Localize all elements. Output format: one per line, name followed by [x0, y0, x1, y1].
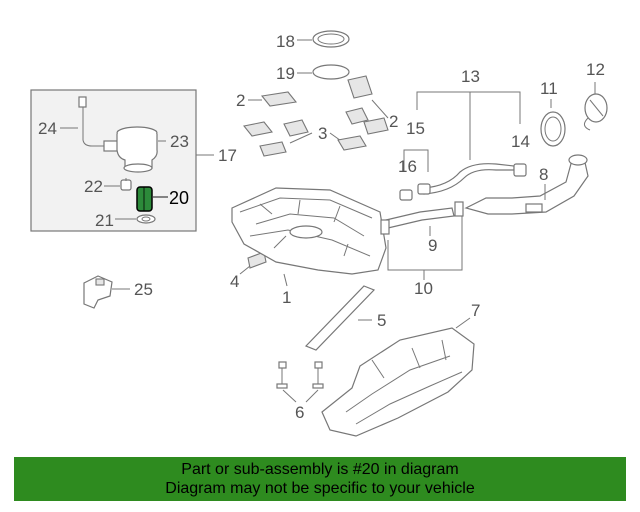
callout-16: 16 — [398, 157, 417, 176]
callout-4: 4 — [230, 272, 239, 291]
callout-7: 7 — [471, 301, 480, 320]
bolts-6[interactable] — [276, 361, 324, 389]
callout-18: 18 — [276, 32, 295, 51]
callout-17: 17 — [218, 146, 237, 165]
callout-3: 3 — [318, 124, 327, 143]
callout-10: 10 — [414, 279, 433, 298]
gasket-18[interactable] — [312, 30, 350, 48]
clamp-14[interactable] — [513, 163, 527, 177]
tank-strap[interactable] — [304, 285, 376, 351]
callout-22: 22 — [84, 177, 103, 196]
pressure-regulator[interactable] — [120, 178, 132, 191]
pad-2-right[interactable] — [337, 75, 389, 151]
clamp-16[interactable] — [399, 183, 431, 201]
callout-24: 24 — [38, 119, 57, 138]
filler-hose[interactable] — [380, 201, 464, 235]
filler-neck[interactable] — [464, 154, 589, 215]
fuel-tank[interactable] — [231, 187, 387, 275]
callout-15: 15 — [406, 119, 425, 138]
banner-line-2: Diagram may not be specific to your vehi… — [165, 480, 475, 497]
fuel-filter-part-20[interactable] — [136, 186, 153, 212]
bracket-25[interactable] — [83, 275, 113, 309]
pad-4[interactable] — [247, 251, 267, 269]
callout-14: 14 — [511, 132, 530, 151]
callout-2-right: 2 — [389, 112, 398, 131]
callout-19: 19 — [276, 64, 295, 83]
banner-line-1: Part or sub-assembly is #20 in diagram — [181, 461, 459, 478]
callout-5: 5 — [377, 311, 386, 330]
packing-19[interactable] — [312, 64, 350, 80]
callout-8: 8 — [539, 165, 548, 184]
callout-2-left: 2 — [236, 91, 245, 110]
callout-6: 6 — [295, 403, 304, 422]
callout-1: 1 — [282, 288, 291, 307]
pad-2-left[interactable] — [243, 91, 309, 157]
callout-20: 20 — [169, 188, 189, 208]
callout-9: 9 — [428, 236, 437, 255]
lock-ring[interactable] — [136, 214, 156, 224]
callout-23: 23 — [170, 132, 189, 151]
heat-protector[interactable] — [321, 327, 475, 437]
fuel-pump-module[interactable] — [116, 126, 158, 173]
callout-21: 21 — [95, 211, 114, 230]
fuel-pump-assembly-box — [30, 89, 197, 232]
callout-12: 12 — [586, 60, 605, 79]
fuel-cap[interactable] — [584, 93, 608, 131]
callout-13: 13 — [461, 67, 480, 86]
info-banner: Part or sub-assembly is #20 in diagram D… — [14, 457, 626, 501]
vent-tube[interactable] — [423, 163, 515, 195]
callout-11: 11 — [540, 79, 558, 98]
callout-25: 25 — [134, 280, 153, 299]
filler-ring[interactable] — [540, 111, 566, 147]
